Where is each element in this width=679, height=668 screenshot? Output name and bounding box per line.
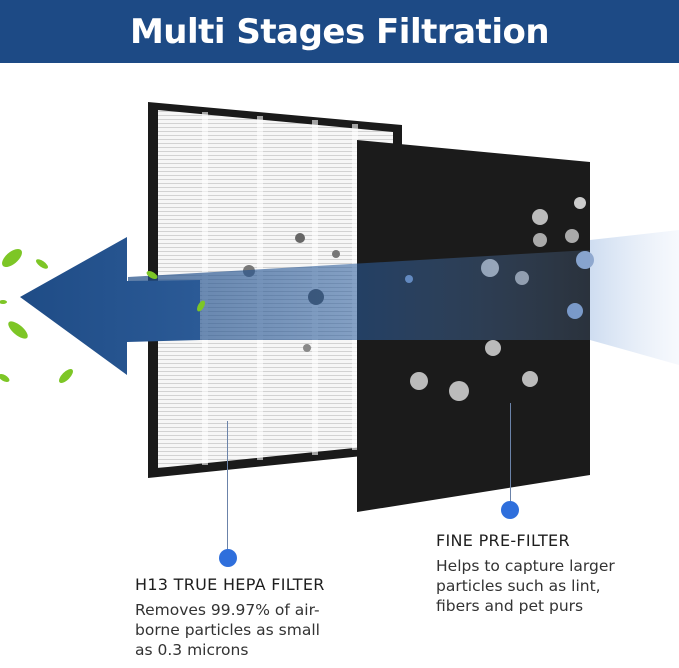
hepa-marker-dot xyxy=(219,549,237,567)
prefilter-description: Helps to capture larger particles such a… xyxy=(436,557,615,615)
page-title: Multi Stages Filtration xyxy=(129,11,550,52)
filter-illustration: H13 TRUE HEPA FILTER Removes 99.97% of a… xyxy=(0,63,679,663)
prefilter-label: FINE PRE-FILTER Helps to capture larger … xyxy=(436,531,666,616)
prefilter-title: FINE PRE-FILTER xyxy=(436,531,570,550)
airflow-beam xyxy=(128,250,590,340)
filtration-diagram xyxy=(0,102,679,512)
incoming-air-mist xyxy=(590,230,679,365)
prefilter-leader-line xyxy=(510,403,511,503)
hepa-filter-description: Removes 99.97% of air- borne particles a… xyxy=(135,601,320,659)
prefilter-marker-dot xyxy=(501,501,519,519)
header-banner: Multi Stages Filtration xyxy=(0,0,679,63)
left-arrow-icon xyxy=(20,237,200,375)
hepa-filter-label: H13 TRUE HEPA FILTER Removes 99.97% of a… xyxy=(135,575,365,660)
hepa-filter-title: H13 TRUE HEPA FILTER xyxy=(135,575,325,594)
leaf-icon xyxy=(0,249,205,383)
hepa-leader-line xyxy=(227,421,228,551)
